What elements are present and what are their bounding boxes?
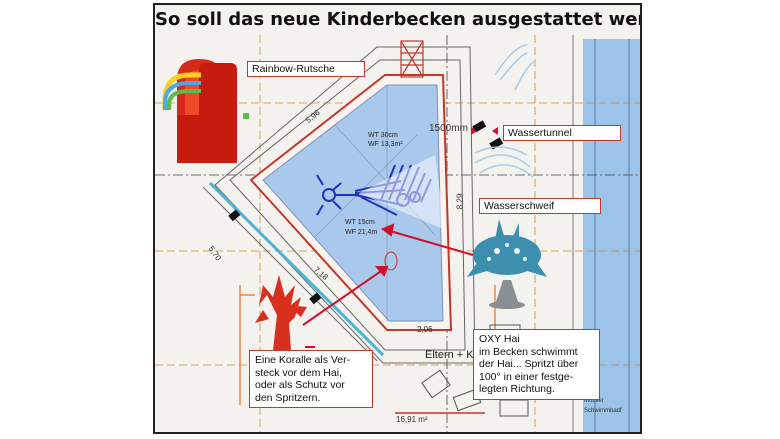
label-wasserschweif: Wasserschweif xyxy=(479,198,601,215)
hai-line-4: 100° in einer festge- xyxy=(479,370,574,383)
callout-oxy-hai: OXY Hai im Becken schwimmt der Hai... Sp… xyxy=(473,329,600,400)
plan-wf2: WF 21,4m xyxy=(345,229,378,236)
koralle-line-1: Eine Koralle als Ver- xyxy=(255,354,351,366)
figure-frame: So soll das neue Kinderbecken ausgestatt… xyxy=(153,3,642,434)
shark-image xyxy=(467,219,547,309)
plan-wf1: WF 13,3m² xyxy=(368,141,403,148)
label-rainbow-rutsche: Rainbow-Rutsche xyxy=(247,61,365,78)
page-title: So soll das neue Kinderbecken ausgestatt… xyxy=(155,9,642,30)
plan-mobiler: Mobiler xyxy=(584,398,604,404)
plan-wt1: WT 30cm xyxy=(368,132,398,139)
koralle-line-4: den Spritzern. xyxy=(255,391,321,404)
plan-d206: 2,06 xyxy=(417,325,433,334)
coral-image xyxy=(255,275,307,350)
hai-line-5: legten Richtung. xyxy=(479,383,555,396)
plan-d829: 8,29 xyxy=(455,193,465,210)
hai-line-3: der Hai... Spritzt über xyxy=(479,358,579,371)
rainbow-slide-image xyxy=(162,59,249,163)
hai-line-2: im Becken schwimmt xyxy=(479,345,578,358)
callout-koralle: Eine Koralle als Ver- steck vor dem Hai,… xyxy=(249,350,373,409)
plan-bottom: 16,91 m² xyxy=(396,415,428,424)
floor-plan xyxy=(155,35,640,432)
plan-wt2: WT 15cm xyxy=(345,219,375,226)
plan-eltern: Eltern + K xyxy=(425,349,474,361)
koralle-line-3: oder als Schutz vor xyxy=(255,379,345,392)
plan-schwimmbad: Schwimmbadf xyxy=(584,408,622,414)
koralle-line-2: steck vor dem Hai, xyxy=(255,366,342,379)
hai-line-1: OXY Hai xyxy=(479,333,520,345)
plan-1500: 1500mm xyxy=(429,123,468,134)
label-wassertunnel: Wassertunnel xyxy=(503,125,621,142)
water-jets-image xyxy=(474,44,536,178)
